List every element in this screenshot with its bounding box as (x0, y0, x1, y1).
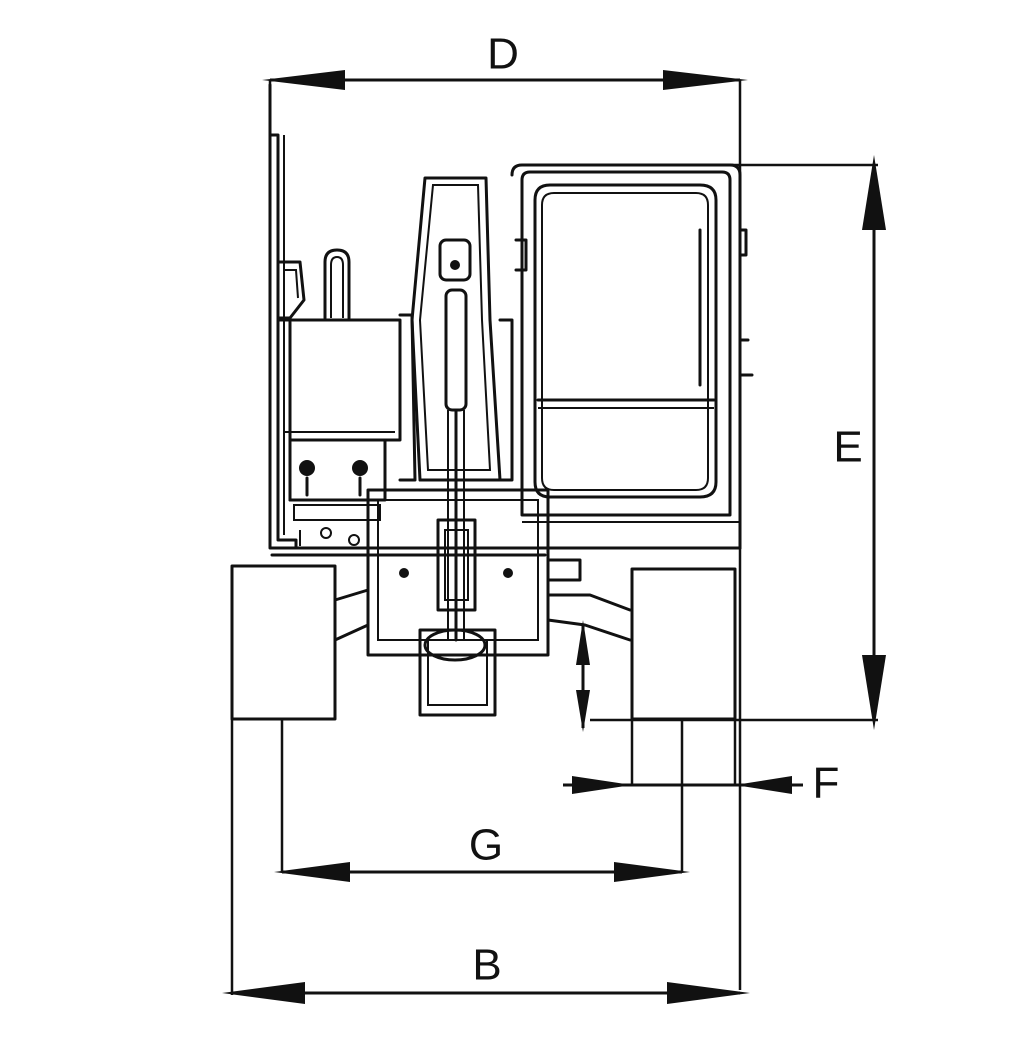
dimension-label-g: G (469, 821, 503, 870)
dimension-label-b: B (472, 941, 501, 990)
left-body-panel (268, 83, 742, 557)
dimension-label-e: E (833, 423, 862, 472)
extension-lines (230, 80, 878, 995)
undercarriage-frame (333, 488, 632, 657)
dimension-f: F (563, 759, 839, 808)
excavator-drawing (230, 83, 754, 721)
dimension-label-d: D (487, 30, 519, 79)
dimension-label-f: F (813, 759, 840, 808)
boom-and-cylinder (398, 176, 514, 642)
left-track (230, 564, 337, 721)
dimension-d: D (262, 30, 748, 90)
dimension-g: G (274, 821, 690, 882)
dimension-b: B (222, 941, 750, 1004)
bucket-attachment (418, 518, 497, 717)
dimension-e: E (833, 155, 886, 730)
ground-clearance-arrow (576, 620, 590, 732)
right-track (630, 567, 737, 721)
